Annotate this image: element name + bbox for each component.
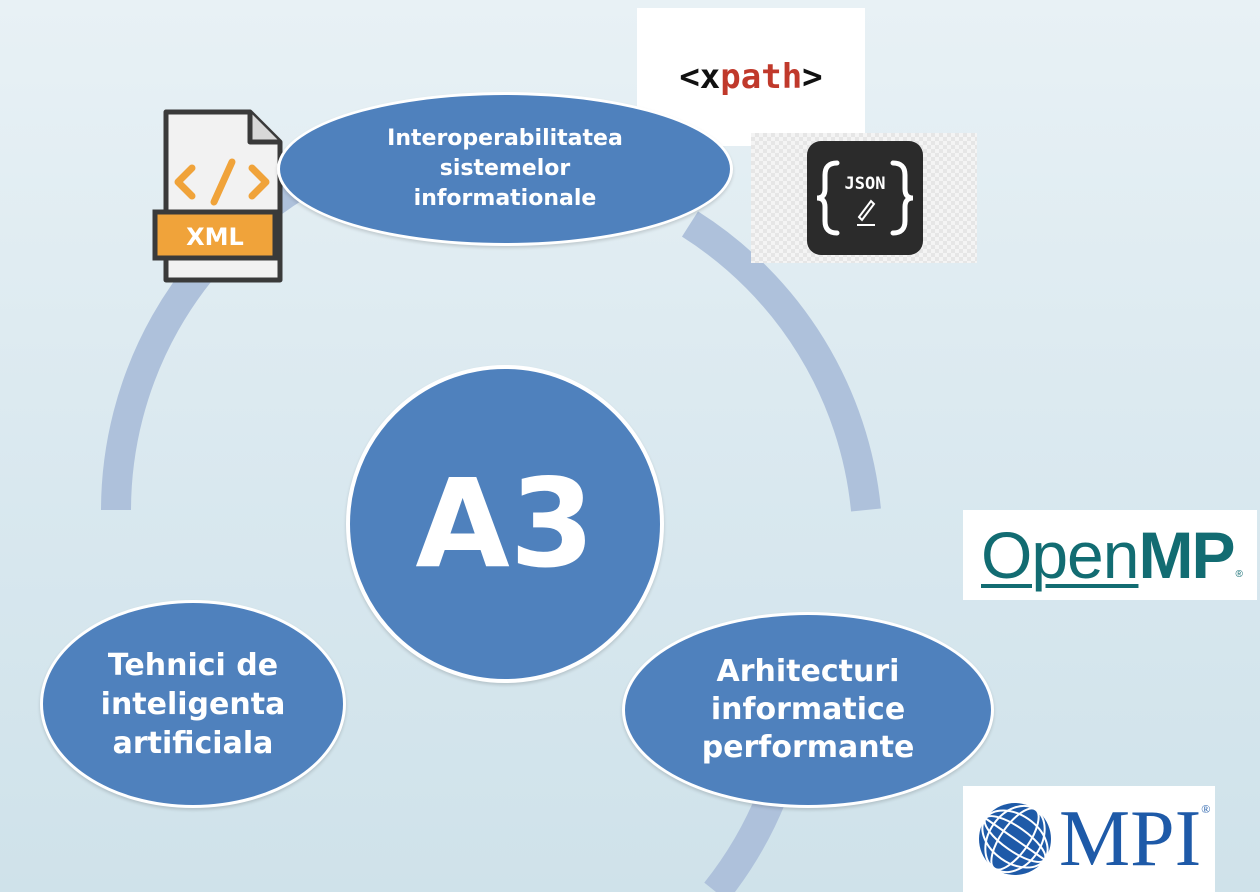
node-inteligenta-artificiala-label: Tehnici de inteligenta artificiala: [100, 647, 286, 761]
node-interoperabilitate-label: Interoperabilitatea sistemelor informati…: [387, 126, 623, 211]
xpath-logo-close: >: [802, 57, 823, 97]
openmp-logo-registered: ®: [1235, 569, 1243, 580]
json-logo: JSON: [751, 133, 977, 263]
openmp-logo-mp: MP: [1138, 518, 1235, 592]
openmp-logo-open: Open: [981, 518, 1139, 592]
node-arhitecturi-informatice: Arhitecturi informatice performante: [622, 612, 994, 808]
json-label: JSON: [845, 174, 886, 194]
mpi-logo-registered: ®: [1201, 802, 1211, 816]
xml-file-icon: XML: [152, 109, 283, 283]
xml-label: XML: [186, 223, 244, 251]
xpath-logo-open: <x: [679, 57, 721, 97]
center-label: A3: [415, 453, 595, 595]
xpath-logo-keyword: path: [720, 57, 803, 97]
node-inteligenta-artificiala: Tehnici de inteligenta artificiala: [40, 600, 346, 808]
node-arhitecturi-informatice-label: Arhitecturi informatice performante: [701, 654, 915, 765]
json-braces-icon: JSON: [816, 160, 914, 236]
node-interoperabilitate: Interoperabilitatea sistemelor informati…: [277, 92, 733, 246]
mpi-logo: MPI®: [963, 786, 1215, 892]
json-tile: JSON: [807, 141, 923, 255]
globe-icon: [979, 803, 1051, 875]
mpi-logo-text: MPI: [1059, 795, 1202, 883]
center-circle: A3: [346, 365, 664, 683]
